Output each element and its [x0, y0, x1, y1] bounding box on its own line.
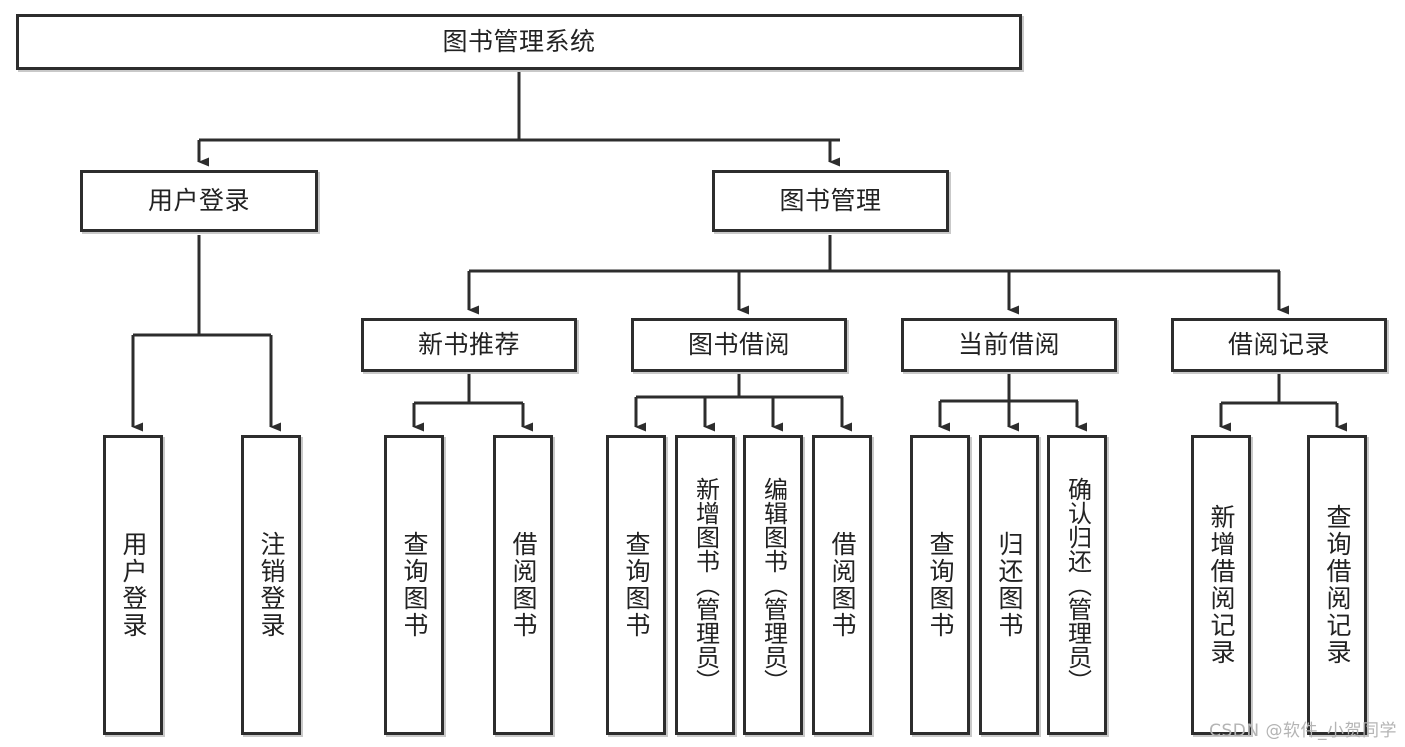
leaf-add-book-admin[interactable]: 新增图书（管理员） — [675, 435, 735, 735]
leaf-query-book-newbook[interactable]: 查询图书 — [384, 435, 444, 735]
node-label: 借阅图书 — [509, 531, 538, 639]
node-label: 用户登录 — [119, 531, 148, 639]
node-label: 查询图书 — [622, 531, 651, 639]
node-current-borrow[interactable]: 当前借阅 — [901, 318, 1117, 372]
node-book-management[interactable]: 图书管理 — [712, 170, 949, 232]
node-label: 查询图书 — [400, 531, 429, 639]
leaf-borrow-book-borrow[interactable]: 借阅图书 — [812, 435, 872, 735]
node-label: 当前借阅 — [957, 329, 1060, 359]
watermark-text: CSDN @软件_小贺同学 — [1209, 721, 1397, 741]
leaf-return-book[interactable]: 归还图书 — [979, 435, 1039, 735]
node-label: 编辑图书（管理员） — [759, 477, 788, 693]
leaf-add-borrow-record[interactable]: 新增借阅记录 — [1191, 435, 1251, 735]
leaf-user-login[interactable]: 用户登录 — [103, 435, 163, 735]
node-user-login[interactable]: 用户登录 — [80, 170, 318, 232]
node-label: 查询借阅记录 — [1323, 504, 1352, 666]
node-label: 注销登录 — [257, 531, 286, 639]
leaf-query-book-current[interactable]: 查询图书 — [910, 435, 970, 735]
node-label: 新增借阅记录 — [1207, 504, 1236, 666]
node-label: 图书借阅 — [687, 329, 790, 359]
node-book-borrow[interactable]: 图书借阅 — [631, 318, 847, 372]
node-label: 新书推荐 — [417, 329, 520, 359]
leaf-confirm-return-admin[interactable]: 确认归还（管理员） — [1047, 435, 1107, 735]
node-new-book-recommend[interactable]: 新书推荐 — [361, 318, 577, 372]
leaf-edit-book-admin[interactable]: 编辑图书（管理员） — [743, 435, 803, 735]
node-label: 归还图书 — [995, 531, 1024, 639]
node-label: 确认归还（管理员） — [1063, 477, 1092, 693]
node-label: 图书管理系统 — [442, 26, 596, 56]
node-label: 用户登录 — [147, 185, 250, 215]
node-root-book-management-system[interactable]: 图书管理系统 — [16, 14, 1022, 70]
node-label: 借阅记录 — [1227, 329, 1330, 359]
node-label: 图书管理 — [779, 185, 882, 215]
leaf-query-book-borrow[interactable]: 查询图书 — [606, 435, 666, 735]
node-label: 查询图书 — [926, 531, 955, 639]
leaf-query-borrow-record[interactable]: 查询借阅记录 — [1307, 435, 1367, 735]
leaf-borrow-book-newbook[interactable]: 借阅图书 — [493, 435, 553, 735]
node-label: 借阅图书 — [828, 531, 857, 639]
node-borrow-record[interactable]: 借阅记录 — [1171, 318, 1387, 372]
node-label: 新增图书（管理员） — [691, 477, 720, 693]
leaf-logout[interactable]: 注销登录 — [241, 435, 301, 735]
